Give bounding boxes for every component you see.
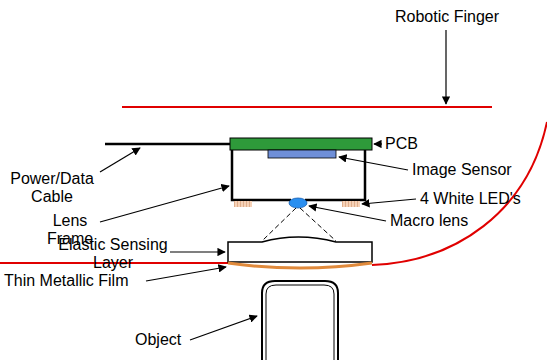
leader-arrow (339, 157, 408, 170)
finger-outline (122, 106, 492, 108)
part-label: Power/Data Cable (2, 170, 102, 206)
part-label: Thin Metallic Film (4, 272, 128, 290)
leader-arrow (170, 251, 225, 252)
image-sensor (268, 150, 336, 158)
pcb (230, 138, 372, 150)
object (266, 285, 334, 360)
field-of-view (262, 208, 336, 241)
cable (105, 143, 230, 146)
part-label: Elastic Sensing Layer (58, 236, 168, 272)
leader-arrow (100, 148, 140, 172)
part-label: Macro lens (390, 212, 468, 230)
lens-frame (232, 150, 365, 200)
leader-arrow (146, 267, 226, 281)
object (262, 281, 338, 360)
part-label: Object (135, 331, 181, 349)
part-label: 4 White LED's (420, 190, 521, 208)
finger-outline (372, 122, 547, 265)
led (234, 201, 252, 207)
leader-arrow (100, 186, 229, 222)
leader-arrow (190, 316, 257, 340)
metallic-film (228, 263, 372, 268)
leader-arrow (445, 30, 446, 104)
leader-arrow (362, 199, 416, 204)
macro-lens (289, 198, 307, 208)
leader-arrow (309, 206, 386, 221)
part-label: Robotic Finger (395, 8, 499, 26)
part-label: Image Sensor (412, 161, 512, 179)
led (342, 201, 360, 207)
leader-arrow (374, 143, 382, 144)
elastic-layer (228, 237, 372, 262)
part-label: PCB (385, 135, 418, 153)
